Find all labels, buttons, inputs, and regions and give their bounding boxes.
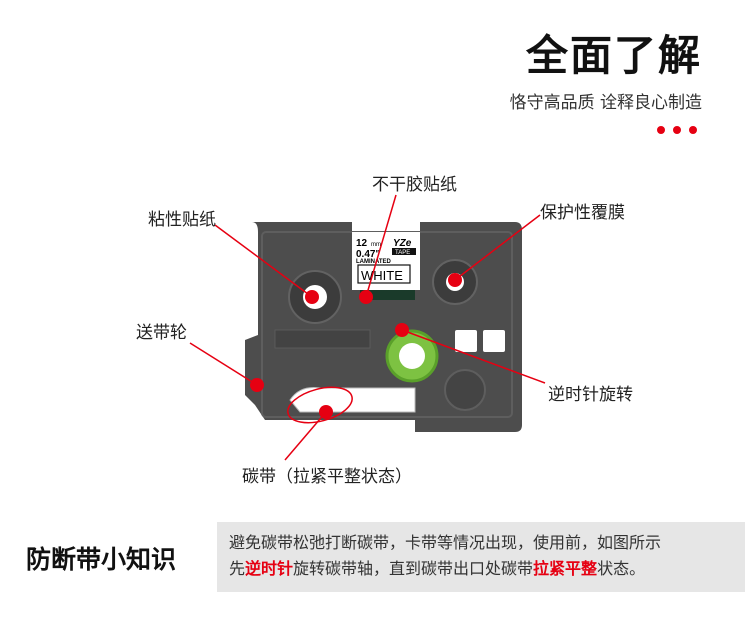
tip-text: 状态。 bbox=[597, 559, 646, 578]
callout-label-paper: 不干胶贴纸 bbox=[372, 175, 457, 195]
decor-dot bbox=[657, 126, 665, 134]
decor-dot bbox=[689, 126, 697, 134]
cartridge-label bbox=[352, 232, 420, 290]
svg-text:LAMINATED: LAMINATED bbox=[356, 259, 392, 265]
callout-ribbon: 碳带（拉紧平整状态） bbox=[242, 467, 412, 487]
svg-text:TAPE: TAPE bbox=[395, 250, 410, 256]
callout-dot bbox=[395, 323, 409, 337]
callout-dot bbox=[319, 405, 333, 419]
callout-dot bbox=[250, 378, 264, 392]
callout-rotate: 逆时针旋转 bbox=[548, 385, 633, 405]
callout-dot bbox=[359, 290, 373, 304]
tip-line-2: 先逆时针旋转碳带轴，直到碳带出口处碳带拉紧平整状态。 bbox=[229, 556, 745, 582]
tip-title: 防断带小知识 bbox=[26, 545, 177, 574]
callout-feed-wheel: 送带轮 bbox=[136, 323, 187, 343]
tip-line-1: 避免碳带松弛打断碳带，卡带等情况出现，使用前，如图所示 bbox=[229, 533, 662, 552]
decor-dot bbox=[673, 126, 681, 134]
tip-box: 避免碳带松弛打断碳带，卡带等情况出现，使用前，如图所示 先逆时针旋转碳带轴，直到… bbox=[217, 522, 745, 592]
tip-text: 旋转碳带轴，直到碳带出口处碳带 bbox=[293, 559, 534, 578]
tip-text: 先 bbox=[229, 559, 246, 578]
label-width: 12 bbox=[356, 238, 368, 249]
tip-highlight: 拉紧平整 bbox=[533, 559, 598, 578]
callout-sticky-paper: 粘性贴纸 bbox=[148, 210, 216, 230]
tip-highlight: 逆时针 bbox=[245, 559, 294, 578]
callout-dot bbox=[305, 290, 319, 304]
svg-text:mm: mm bbox=[371, 242, 381, 248]
page-subtitle: 恪守高品质 诠释良心制造 bbox=[509, 93, 702, 113]
svg-text:YZe: YZe bbox=[393, 238, 412, 249]
callout-protective-film: 保护性覆膜 bbox=[540, 203, 625, 223]
callout-dot bbox=[448, 273, 462, 287]
page-title: 全面了解 bbox=[525, 31, 702, 80]
svg-text:0.47": 0.47" bbox=[356, 249, 380, 260]
svg-text:WHITE: WHITE bbox=[361, 268, 403, 283]
